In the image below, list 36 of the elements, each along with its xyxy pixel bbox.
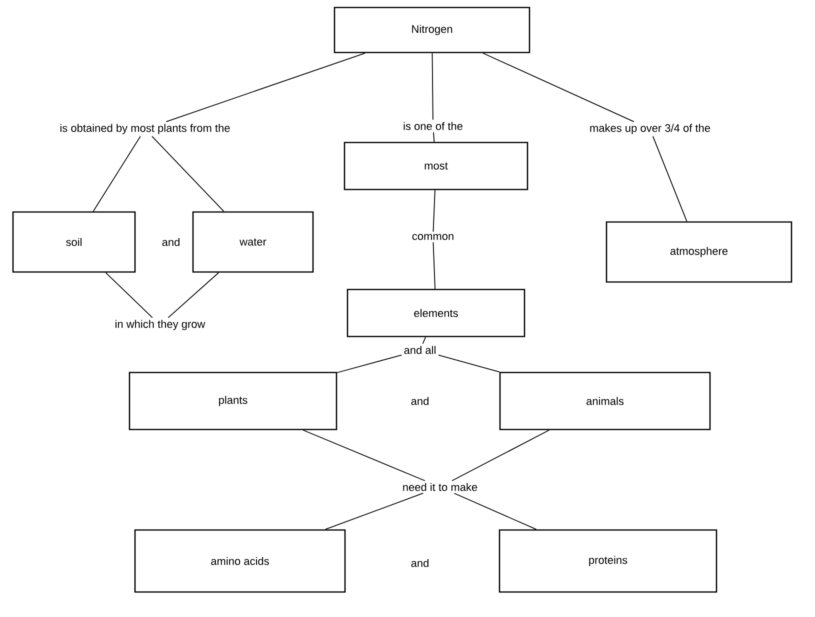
connector-line bbox=[105, 272, 153, 318]
connector-line bbox=[92, 136, 141, 212]
connector-line bbox=[168, 272, 220, 318]
connector-line bbox=[454, 492, 537, 530]
linking-phrase: need it to make bbox=[400, 480, 480, 494]
concept-box: proteins bbox=[498, 529, 718, 593]
connector-line bbox=[438, 354, 500, 372]
conjunction-label: and bbox=[411, 396, 428, 406]
connector-line bbox=[152, 136, 224, 212]
connector-line bbox=[432, 190, 436, 232]
connector-line bbox=[166, 52, 366, 122]
connector-line bbox=[452, 430, 550, 482]
connector-line bbox=[652, 136, 688, 222]
concept-box: amino acids bbox=[134, 529, 346, 593]
connector-line bbox=[325, 492, 424, 530]
connector-line bbox=[422, 336, 426, 344]
connector-line bbox=[433, 132, 435, 142]
connector-line bbox=[432, 242, 436, 290]
linking-phrase: is one of the bbox=[401, 120, 465, 132]
concept-box: Nitrogen bbox=[334, 6, 530, 54]
concept-box: plants bbox=[128, 372, 338, 430]
concept-box: soil bbox=[12, 211, 136, 273]
linking-phrase: is obtained by most plants from the bbox=[58, 122, 232, 136]
conjunction-label: and bbox=[411, 558, 428, 568]
conjunction-label: and bbox=[162, 238, 180, 246]
concept-box: atmosphere bbox=[606, 221, 792, 283]
concept-box: elements bbox=[346, 288, 526, 338]
concept-box: animals bbox=[499, 372, 711, 430]
connector-line bbox=[432, 52, 434, 120]
connector-line bbox=[302, 430, 426, 482]
linking-phrase: makes up over 3/4 of the bbox=[587, 122, 713, 136]
concept-box: water bbox=[192, 211, 314, 273]
connector-line bbox=[336, 354, 402, 374]
concept-box: most bbox=[344, 142, 528, 190]
connector-line bbox=[482, 52, 634, 122]
linking-phrase: in which they grow bbox=[112, 318, 208, 332]
